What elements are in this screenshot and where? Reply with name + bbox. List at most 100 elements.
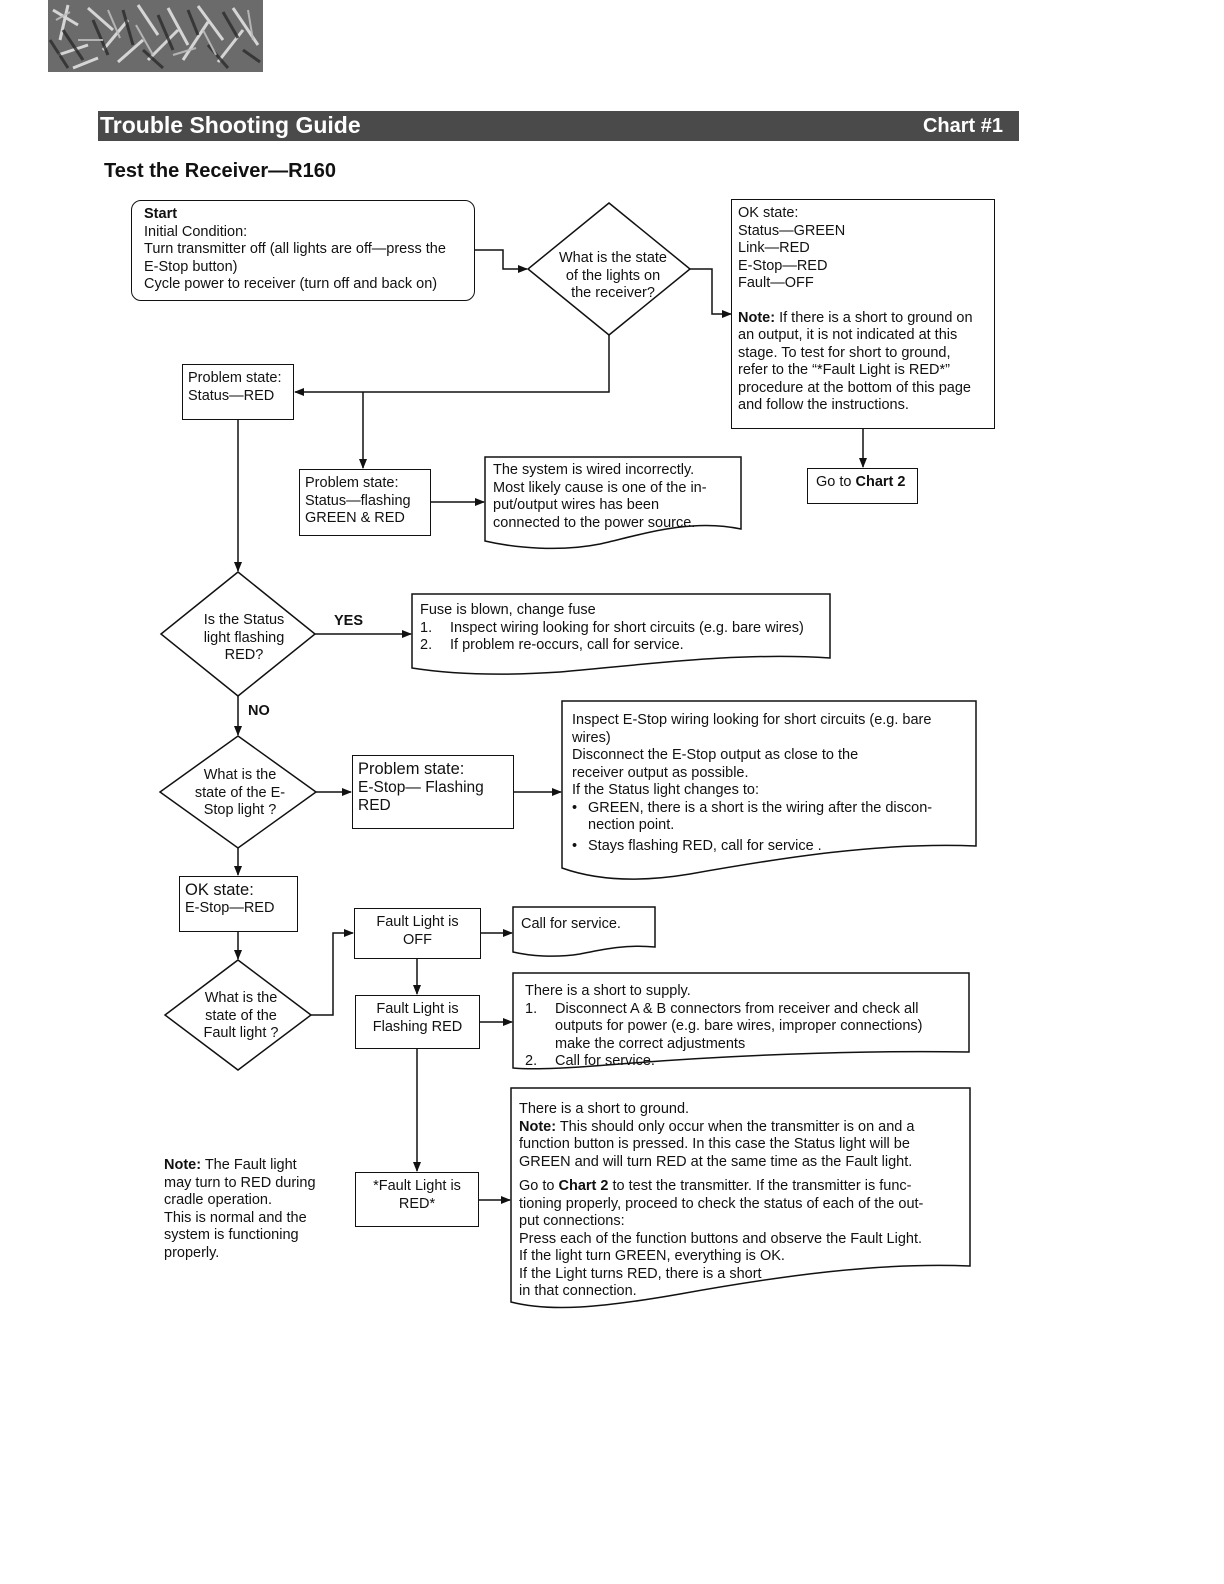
note-text: If there is a short to ground on xyxy=(775,309,973,326)
inspect-bullet: • Stays flashing RED, call for service . xyxy=(572,838,968,856)
fault-flashing-line: Fault Light is xyxy=(376,1001,459,1017)
short-ground-line: Press each of the function buttons and o… xyxy=(519,1230,923,1247)
side-note: Note: The Fault light may turn to RED du… xyxy=(164,1157,316,1262)
ok-estop-line: OK state: xyxy=(185,881,254,899)
start-line: E-Stop button) xyxy=(144,258,238,275)
note-text: refer to the “*Fault Light is RED*” xyxy=(738,362,950,378)
problem-flashing-line: GREEN & RED xyxy=(305,510,405,526)
wired-line: Most likely cause is one of the in- xyxy=(493,479,707,496)
decision-fault-line: Fault light ? xyxy=(203,1025,279,1041)
fault-off-line: OFF xyxy=(403,931,432,948)
inspect-line: wires) xyxy=(572,729,611,746)
item-text: Disconnect A & B connectors from receive… xyxy=(555,1000,919,1017)
header-banner: Trouble Shooting Guide Chart #1 xyxy=(98,111,1019,141)
problem-flashing-line: Status—flashing xyxy=(305,492,411,509)
bullet-text: GREEN, there is a short is the wiring af… xyxy=(588,799,933,816)
note-text: procedure at the bottom of this page xyxy=(738,379,971,396)
item-text: outputs for power (e.g. bare wires, impr… xyxy=(555,1018,923,1034)
bullet-icon: • xyxy=(572,837,578,854)
estop-problem-line: Problem state: xyxy=(358,760,465,778)
inspect-bullet: • GREEN, there is a short is the wiring a… xyxy=(572,800,968,818)
page-title: Trouble Shooting Guide xyxy=(100,112,361,138)
decision-lights-line: What is the state xyxy=(559,250,667,266)
estop-problem-line: E-Stop— Flashing xyxy=(358,779,484,796)
item-number: 1. xyxy=(525,1000,538,1017)
fuse-title: Fuse is blown, change fuse xyxy=(420,602,596,618)
bullet-text: Stays flashing RED, call for service . xyxy=(588,837,822,854)
ok-state-line: OK state: xyxy=(738,205,799,221)
goto-chart2-link: Chart 2 xyxy=(558,1178,609,1194)
problem-flashing-box: Problem state: Status—flashing GREEN & R… xyxy=(299,469,431,536)
item-text: Call for service. xyxy=(555,1053,655,1069)
go-chart2-prefix: Go to xyxy=(816,474,856,490)
short-ground-shape xyxy=(510,1087,971,1309)
side-note-line: may turn to RED during xyxy=(164,1174,316,1191)
no-label: NO xyxy=(248,703,270,719)
problem-red-box: Problem state: Status—RED xyxy=(182,364,294,420)
short-ground-line: put connections: xyxy=(519,1213,625,1229)
chart-number: Chart #1 xyxy=(922,115,1003,137)
fault-off-line: Fault Light is xyxy=(376,914,459,930)
note-text: GREEN and will turn RED at the same time… xyxy=(519,1153,913,1170)
note-text: This should only occur when the transmit… xyxy=(556,1118,915,1135)
short-ground-note: Note: This should only occur when the tr… xyxy=(519,1119,962,1137)
decision-lights-line: the receiver? xyxy=(571,285,655,301)
inspect-line: receiver output as possible. xyxy=(572,764,749,781)
decision-fault-line: state of the xyxy=(205,1007,277,1024)
wired-line: The system is wired incorrectly. xyxy=(493,462,695,478)
wired-line: connected to the power source. xyxy=(493,514,696,531)
decision-fault-text: What is the state of the Fault light ? xyxy=(184,990,298,1043)
short-ground-goto: Go to Chart 2 to test the transmitter. I… xyxy=(519,1178,962,1196)
decision-lights-text: What is the state of the lights on the r… xyxy=(544,250,682,303)
short-ground-line: If the Light turns RED, there is a short xyxy=(519,1265,762,1282)
ok-state-box: OK state: Status—GREEN Link—RED E-Stop—R… xyxy=(731,199,995,429)
short-supply-item: 1. Disconnect A & B connectors from recei… xyxy=(525,1001,961,1019)
wired-incorrectly-shape xyxy=(484,456,742,550)
inspect-line: If the Status light changes to: xyxy=(572,782,760,798)
ok-state-line: Status—GREEN xyxy=(738,222,846,239)
section-subtitle: Test the Receiver—R160 xyxy=(104,160,336,182)
side-note-line: system is functioning xyxy=(164,1227,299,1243)
call-service-shape xyxy=(512,906,656,957)
note-label: Note: xyxy=(519,1118,557,1135)
decision-diamond-fault xyxy=(163,959,313,1071)
short-supply-title: There is a short to supply. xyxy=(525,983,691,999)
fault-red-box: *Fault Light is RED* xyxy=(355,1172,479,1227)
decision-estop-text: What is the state of the E- Stop light ? xyxy=(180,767,300,820)
estop-problem-box: Problem state: E-Stop— Flashing RED xyxy=(352,755,514,829)
note-text: function button is pressed. In this case… xyxy=(519,1136,910,1152)
item-number: 1. xyxy=(420,619,433,636)
decision-status-line: RED? xyxy=(224,647,264,663)
estop-problem-line: RED xyxy=(358,796,391,814)
note-text: an output, it is not indicated at this xyxy=(738,327,958,343)
call-service-text: Call for service. xyxy=(515,912,653,938)
inspect-line: Disconnect the E-Stop output as close to… xyxy=(572,747,859,763)
ok-state-line: E-Stop—RED xyxy=(738,257,828,274)
start-line: Cycle power to receiver (turn off and ba… xyxy=(144,276,438,292)
short-supply-shape xyxy=(512,972,970,1070)
problem-flashing-line: Problem state: xyxy=(305,475,399,491)
short-ground-title: There is a short to ground. xyxy=(519,1101,690,1117)
logo-image xyxy=(48,0,263,72)
ok-estop-line: E-Stop—RED xyxy=(185,900,275,916)
bullet-icon: • xyxy=(572,799,578,816)
ok-state-line: Link—RED xyxy=(738,240,810,256)
go-chart2-box: Go to Chart 2 xyxy=(807,468,918,504)
short-ground-text: There is a short to ground. Note: This s… xyxy=(513,1097,968,1305)
goto-prefix: Go to xyxy=(519,1178,559,1194)
short-supply-item: 2. Call for service. xyxy=(525,1053,961,1071)
item-number: 2. xyxy=(525,1053,538,1069)
item-text: make the correct adjustments xyxy=(555,1035,746,1052)
side-note-line: cradle operation. xyxy=(164,1192,273,1208)
start-box: Start Initial Condition: Turn transmitte… xyxy=(131,200,475,301)
note-text: The Fault light xyxy=(201,1157,297,1173)
fault-flashing-line: Flashing RED xyxy=(372,1018,463,1035)
start-heading: Start xyxy=(144,206,178,222)
item-text: If problem re-occurs, call for service. xyxy=(450,637,684,653)
fault-red-line: RED* xyxy=(398,1195,436,1212)
call-service-line: Call for service. xyxy=(521,916,621,932)
side-note-line: Note: The Fault light xyxy=(164,1157,316,1175)
goto-text: to test the transmitter. If the transmit… xyxy=(608,1178,912,1194)
fault-red-line: *Fault Light is xyxy=(373,1178,461,1194)
